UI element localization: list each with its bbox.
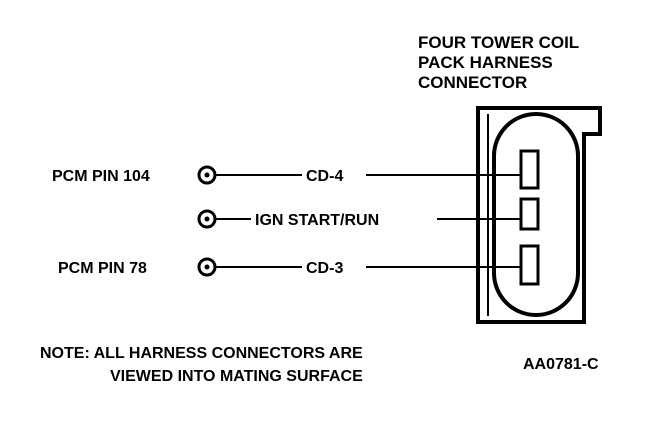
circuit-ign-start-run: IGN START/RUN bbox=[197, 209, 521, 229]
connector-mating-surface bbox=[492, 112, 580, 317]
figure-id: AA0781-C bbox=[523, 356, 599, 373]
connector-terminal-1 bbox=[519, 149, 540, 190]
wire-label-ign-start-run: IGN START/RUN bbox=[255, 212, 379, 229]
pin-terminal-dot bbox=[204, 172, 210, 178]
circuit-cd4: PCM PIN 104 CD-4 bbox=[52, 165, 521, 185]
connector-housing bbox=[476, 106, 602, 324]
pin-label-pcm-78: PCM PIN 78 bbox=[58, 260, 147, 277]
connector-title-line-1: FOUR TOWER COIL bbox=[418, 33, 579, 52]
circuit-cd3: PCM PIN 78 CD-3 bbox=[58, 257, 521, 277]
pin-terminal-dot bbox=[204, 264, 210, 270]
connector-terminal-3 bbox=[519, 244, 540, 286]
coil-pack-connector bbox=[476, 106, 602, 324]
note-line-2: VIEWED INTO MATING SURFACE bbox=[110, 368, 363, 385]
connector-title-line-3: CONNECTOR bbox=[418, 73, 527, 92]
wire-label-cd4: CD-4 bbox=[306, 168, 343, 185]
pin-terminal-dot bbox=[204, 216, 210, 222]
connector-terminal-2 bbox=[519, 197, 540, 231]
wire-label-cd3: CD-3 bbox=[306, 260, 343, 277]
note-line-1: NOTE: ALL HARNESS CONNECTORS ARE bbox=[40, 345, 363, 362]
pin-label-pcm-104: PCM PIN 104 bbox=[52, 168, 150, 185]
connector-title-line-2: PACK HARNESS bbox=[418, 53, 553, 72]
